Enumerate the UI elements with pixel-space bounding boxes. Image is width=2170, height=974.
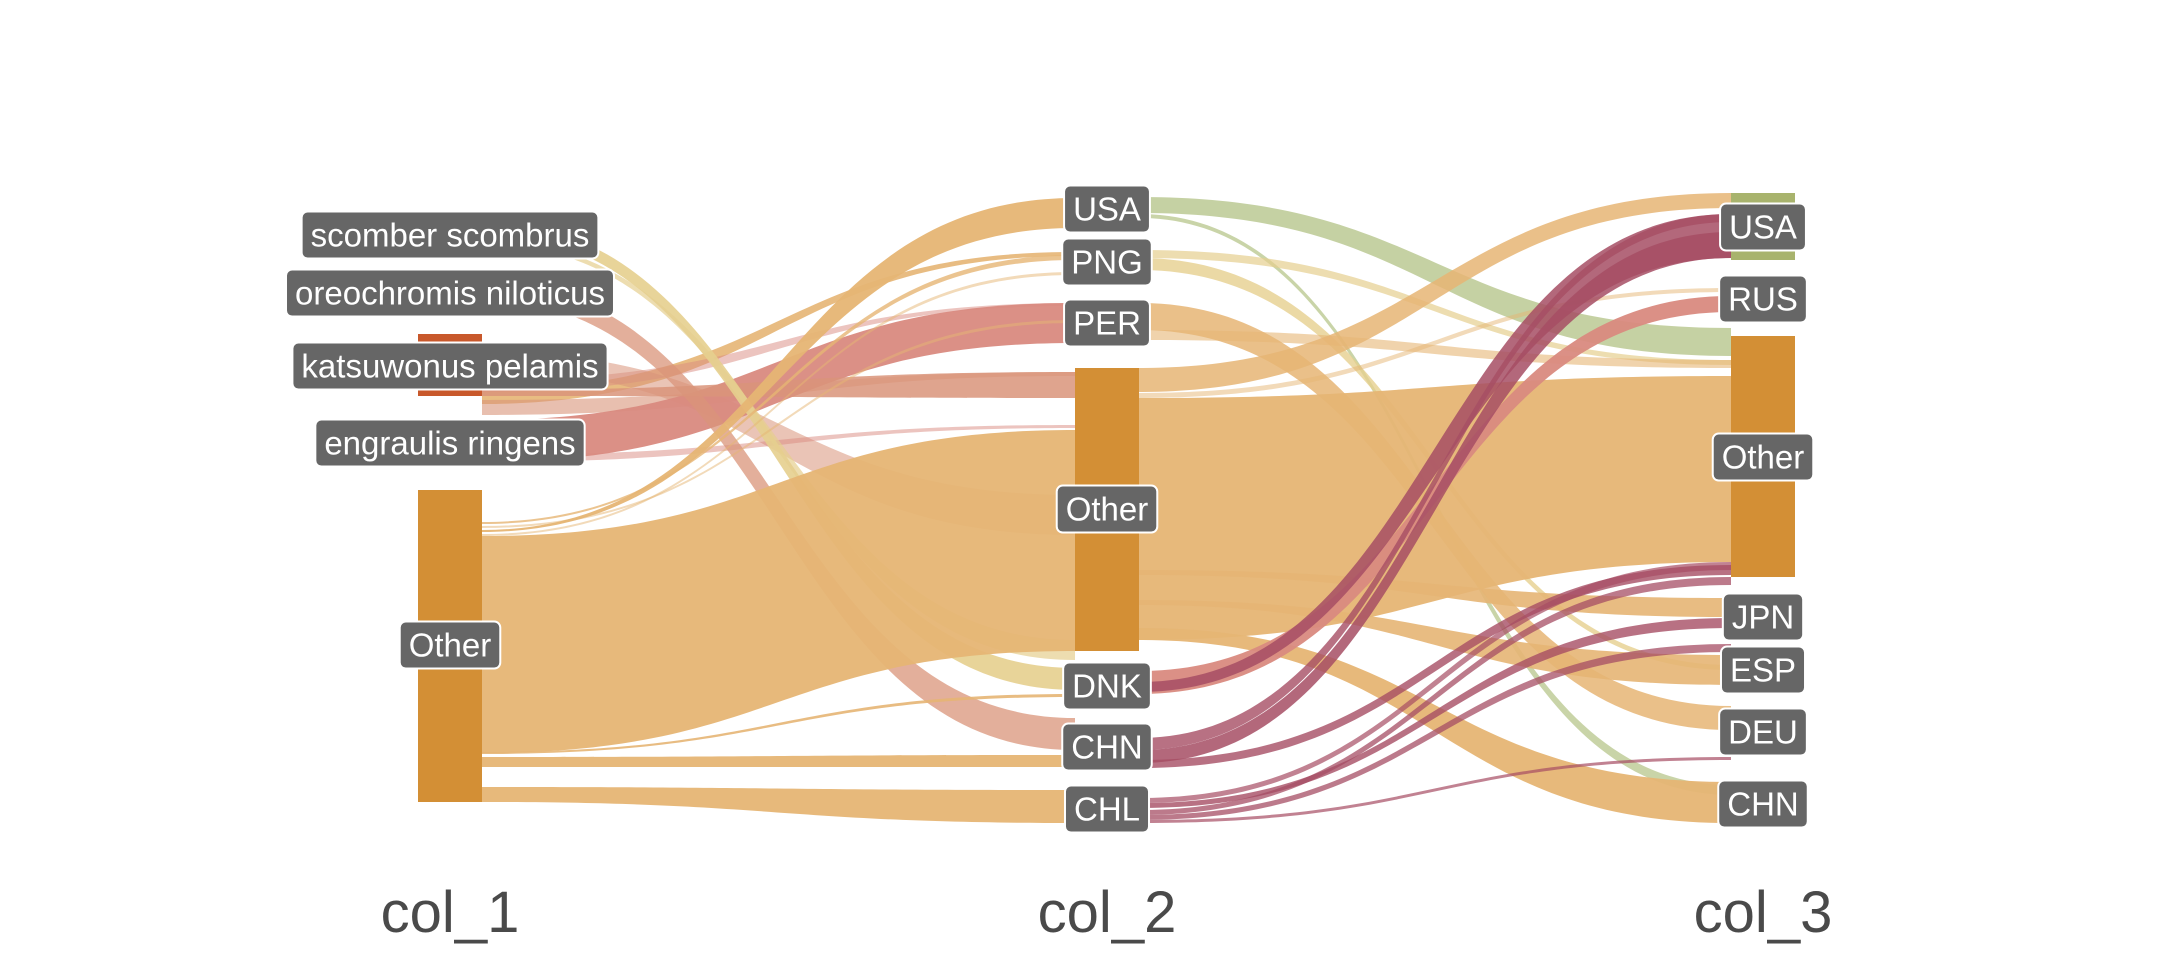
node-label-col3-deu: DEU: [1718, 707, 1808, 757]
node-label-box: [1719, 202, 1807, 252]
node-label-text: engraulis ringens: [324, 425, 575, 462]
node-label-text: DEU: [1728, 714, 1798, 751]
node-label-text: RUS: [1728, 281, 1798, 318]
node-label-box: [1717, 779, 1809, 829]
node-label-text: CHN: [1071, 729, 1143, 766]
flow-band-40: [1139, 757, 1731, 823]
node-label-text: CHL: [1074, 791, 1140, 828]
node-label-text: USA: [1073, 191, 1141, 228]
node-label-box: [300, 210, 600, 260]
node-label-col1-scomber-scombrus: scomber scombrus: [300, 210, 600, 260]
flow-band-11: [482, 198, 1075, 532]
node-label-col2-usa: USA: [1063, 184, 1151, 234]
flow-band-21: [1139, 250, 1731, 365]
flow-band-32: [1139, 214, 1731, 692]
flow-band-35: [1139, 565, 1731, 768]
node-label-box: [285, 268, 615, 318]
column-title-1: col_1: [381, 880, 520, 945]
flow-band-36: [1139, 562, 1731, 803]
node-label-text: Other: [1722, 439, 1805, 476]
node-label-col1-oreochromis-niloticus: oreochromis niloticus: [285, 268, 615, 318]
flow-band-1: [482, 252, 1075, 404]
node-label-text: Other: [409, 627, 492, 664]
labels-layer: scomber scombrus oreochromis niloticus kat…: [285, 184, 1815, 834]
column-title-3: col_3: [1694, 880, 1833, 945]
flow-band-15: [482, 430, 1075, 753]
flow-band-30: [1139, 628, 1731, 823]
node-label-col3-chn: CHN: [1717, 779, 1809, 829]
node-label-box: [1711, 432, 1815, 482]
node-label-col3-rus: RUS: [1718, 274, 1808, 324]
node-label-text: katsuwonus pelamis: [301, 348, 598, 385]
node-label-col3-jpn: JPN: [1721, 592, 1805, 642]
node-label-box: [1055, 484, 1159, 534]
flow-band-9: [482, 240, 1075, 660]
flow-band-25: [1139, 193, 1731, 392]
node-label-col2-other: Other: [1055, 484, 1159, 534]
flow-band-26: [1139, 288, 1731, 398]
flow-band-17: [482, 755, 1075, 767]
flow-band-2: [482, 303, 1075, 392]
node-label-text: JPN: [1732, 599, 1794, 636]
flow-band-24: [1139, 330, 1731, 368]
node-label-box: [1718, 707, 1808, 757]
node-label-col1-katsuwonus-pelamis: katsuwonus pelamis: [291, 341, 609, 391]
node-label-box: [314, 418, 586, 468]
node-label-col3-usa: USA: [1719, 202, 1807, 252]
column-title-2: col_2: [1038, 880, 1177, 945]
node-label-text: PER: [1073, 305, 1141, 342]
node-label-text: PNG: [1071, 244, 1143, 281]
node-label-box: [1718, 274, 1808, 324]
node-label-box: [1719, 645, 1807, 695]
node-label-box: [291, 341, 609, 391]
flow-band-33: [1139, 214, 1731, 750]
node-label-text: CHN: [1727, 786, 1799, 823]
column-titles: col_1 col_2 col_3: [381, 880, 1833, 945]
node-label-col2-chl: CHL: [1063, 784, 1151, 834]
node-label-text: Other: [1066, 491, 1149, 528]
node-label-col3-esp: ESP: [1719, 645, 1807, 695]
flow-band-19: [1139, 197, 1731, 356]
node-label-text: oreochromis niloticus: [295, 275, 605, 312]
node-label-col3-other: Other: [1711, 432, 1815, 482]
node-label-box: [398, 620, 502, 670]
flow-band-39: [1139, 644, 1731, 820]
node-label-col2-per: PER: [1063, 298, 1151, 348]
node-label-col1-other: Other: [398, 620, 502, 670]
node-label-box: [1062, 661, 1152, 711]
node-label-col2-dnk: DNK: [1062, 661, 1152, 711]
node-label-col2-chn: CHN: [1061, 722, 1153, 772]
node-label-box: [1061, 722, 1153, 772]
flow-band-14: [482, 272, 1075, 536]
node-label-col1-engraulis-ringens: engraulis ringens: [314, 418, 586, 468]
node-label-text: ESP: [1730, 652, 1796, 689]
node-label-box: [1063, 784, 1151, 834]
node-label-text: USA: [1729, 209, 1797, 246]
node-label-text: DNK: [1072, 668, 1142, 705]
node-label-box: [1063, 298, 1151, 348]
node-label-box: [1063, 184, 1151, 234]
flow-band-16: [482, 694, 1075, 754]
flows-layer: [482, 193, 1731, 823]
node-label-box: [1061, 237, 1153, 287]
node-label-text: scomber scombrus: [311, 217, 590, 254]
flow-band-37: [1139, 618, 1731, 808]
node-label-box: [1721, 592, 1805, 642]
flow-band-38: [1139, 577, 1731, 815]
flow-band-18: [482, 787, 1075, 823]
flow-band-7: [482, 372, 1075, 398]
flow-band-12: [482, 255, 1075, 524]
flow-band-34: [1139, 232, 1731, 763]
flow-band-8: [482, 222, 1075, 690]
flow-band-13: [482, 320, 1075, 528]
node-label-col2-png: PNG: [1061, 237, 1153, 287]
